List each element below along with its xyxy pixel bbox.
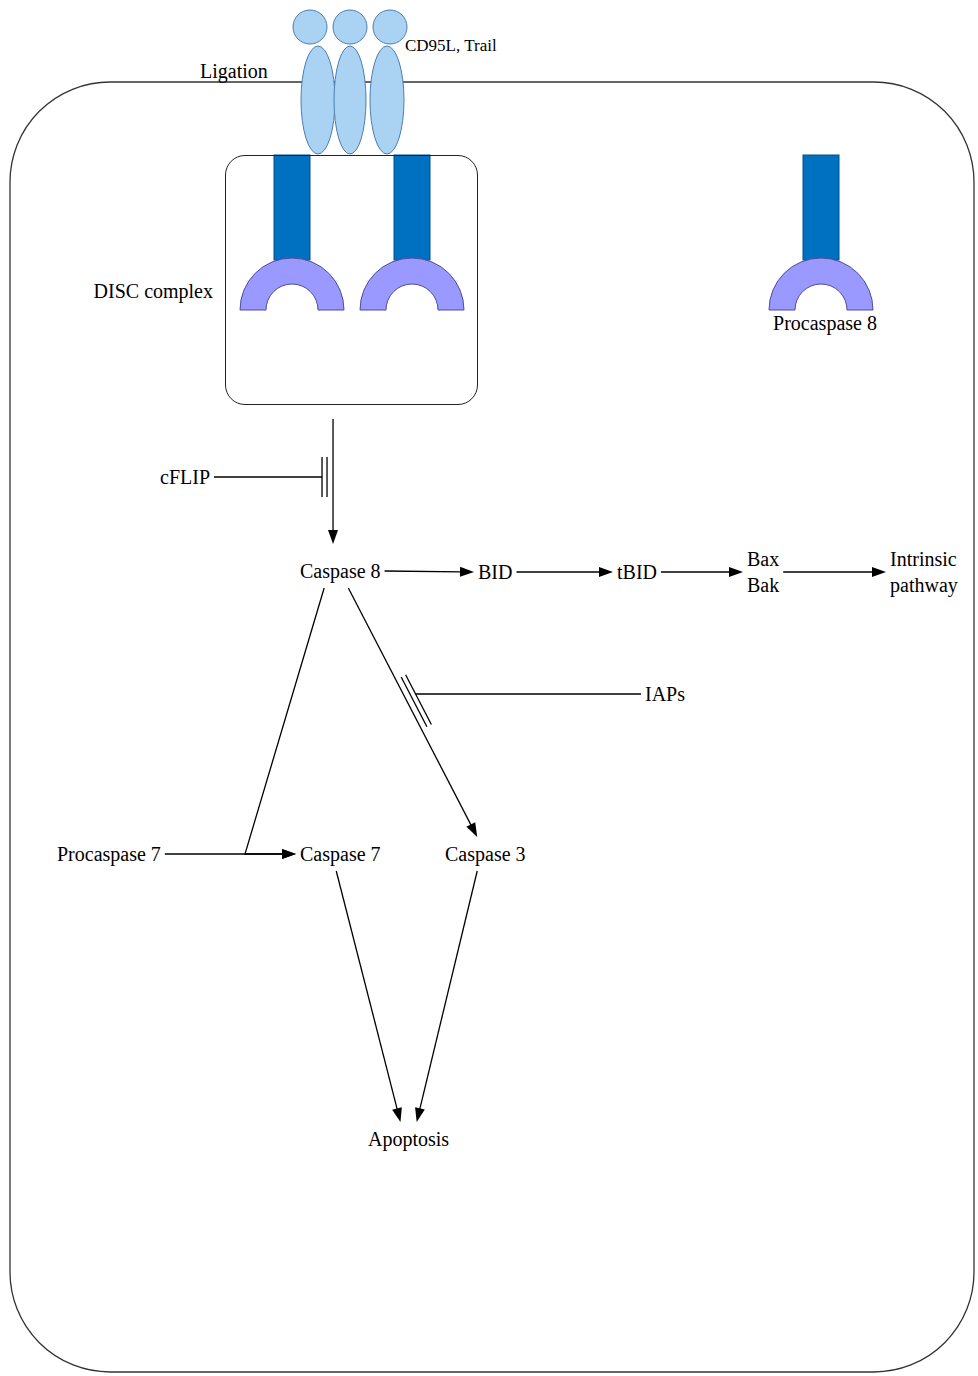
arrow-connector [385,567,474,577]
node-text: Procaspase 8 [755,310,895,336]
node-text: Caspase 7 [300,841,381,867]
receptor-symbol [293,10,407,154]
arrow-connector [516,567,613,577]
arrow-connector [348,588,477,837]
cell-outline [10,82,974,1372]
adaptor-bar [274,155,310,260]
arrow-head [466,822,477,837]
connector-line [348,588,471,826]
ligand-circle [333,10,367,44]
inhibition-bar [326,457,327,497]
arrow-connector [245,588,324,859]
arrow-connector [783,567,886,577]
inhibition-line [416,693,641,694]
node-text: Apoptosis [368,1126,449,1152]
adaptor-bar [803,155,839,260]
protein-node: BID [478,559,512,585]
node-text: Intrinsic pathway [890,546,958,598]
procaspase-ring [360,258,464,310]
inhibition-symbol [401,675,641,727]
inhibition-bar [406,675,432,725]
complex-box: DISC complex [225,155,478,405]
node-text: Caspase 8 [300,558,381,584]
arrow-head [729,567,743,577]
adaptor-symbol [240,155,873,310]
label-text: IAPs [645,681,685,707]
protein-node: Caspase 8 [300,558,381,584]
arrow-connector [661,567,743,577]
arrow-connector [415,871,477,1122]
node-text: Caspase 3 [445,841,526,867]
node-text: BID [478,559,512,585]
inhibition-line [214,476,322,477]
label-text: Ligation [200,58,268,84]
protein-node: Bax Bak [747,546,779,598]
inhibition-symbol [214,457,327,497]
arrow-connector [165,849,296,859]
receptor-stalk [370,46,404,154]
arrow-connector [328,419,338,544]
protein-node: Procaspase 8 [755,150,895,340]
ligand-circle [373,10,407,44]
arrow-head [872,567,886,577]
node-text: Procaspase 7 [57,841,161,867]
connector-line [165,853,284,854]
connector-line [336,871,397,1110]
connector-line [783,571,874,572]
receptor-stalk [301,46,335,154]
connector-line [385,570,462,572]
node-text: DISC complex [94,278,213,304]
arrow-head [460,567,474,577]
arrow-head [282,849,296,859]
node-text: Bax Bak [747,546,779,598]
adaptor-bar [394,155,430,260]
connector-line [332,419,333,532]
procaspase-ring [769,258,873,310]
arrow-connector [336,871,402,1122]
outcome-node: Apoptosis [368,1126,449,1152]
label-text: CD95L, Trail [405,35,497,57]
connector-line [661,571,731,572]
ligand-circle [293,10,327,44]
pathway-node: Intrinsic pathway [890,546,958,598]
node-text: tBID [617,559,657,585]
receptor-stalk [334,46,366,154]
procaspase-ring [240,258,344,310]
protein-node: Caspase 7 [300,841,381,867]
label-text: cFLIP [160,464,210,490]
arrow-head [282,849,296,859]
protein-node: Procaspase 7 [57,841,161,867]
connector-line [419,871,477,1110]
protein-node: tBID [617,559,657,585]
inhibition-bar [401,677,427,727]
arrow-head [599,567,613,577]
protein-node: Caspase 3 [445,841,526,867]
arrow-head [328,530,338,544]
connector-line [516,571,601,572]
connector-line [245,588,324,854]
